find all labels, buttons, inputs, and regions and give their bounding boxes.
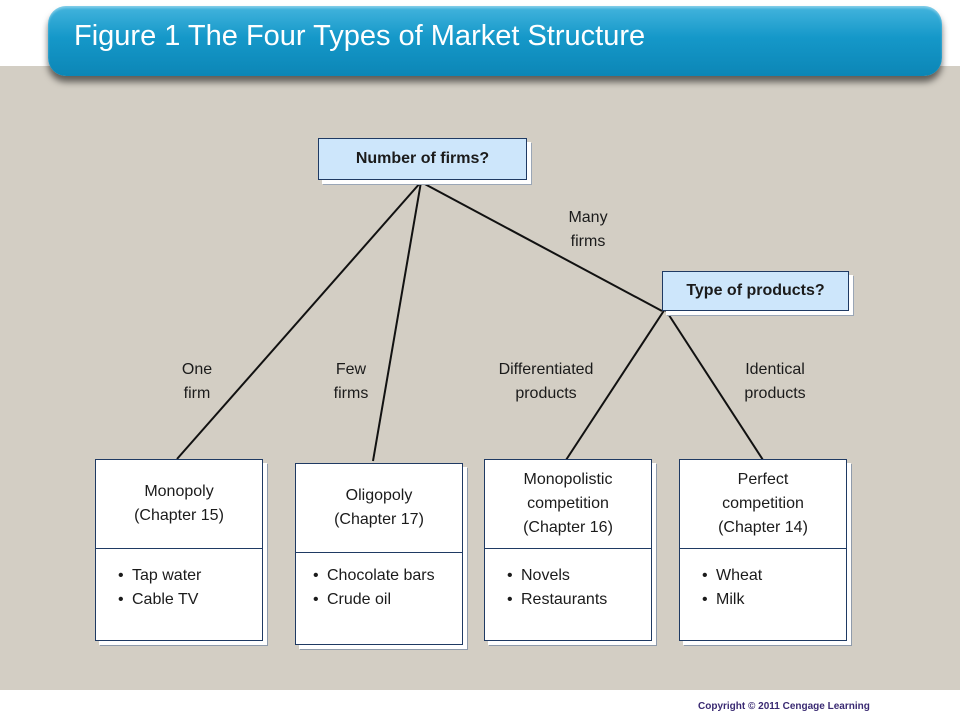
copyright-notice: Copyright © 2011 Cengage Learning	[698, 701, 870, 712]
example-item: Chocolate bars	[313, 564, 435, 588]
edge-line-identical	[664, 308, 764, 461]
type-of-products-question: Type of products?	[662, 271, 849, 311]
market-name: Monopoly(Chapter 15)	[96, 460, 262, 549]
example-list: Tap water Cable TV	[118, 564, 201, 612]
example-item: Restaurants	[507, 588, 607, 612]
footer-background	[0, 690, 960, 720]
number-of-firms-question: Number of firms?	[318, 138, 527, 180]
edge-line-few-firms	[372, 181, 422, 462]
example-item: Crude oil	[313, 588, 435, 612]
market-name: Oligopoly(Chapter 17)	[296, 464, 462, 553]
example-list: Wheat Milk	[702, 564, 762, 612]
title-bar	[48, 6, 942, 76]
example-list: Chocolate bars Crude oil	[313, 564, 435, 612]
edge-line-one-firm	[176, 181, 422, 460]
market-box-monopoly: Monopoly(Chapter 15) Tap water Cable TV	[95, 459, 263, 641]
example-list: Novels Restaurants	[507, 564, 607, 612]
example-item: Novels	[507, 564, 607, 588]
edge-line-many-firms	[420, 181, 663, 312]
edge-line-differentiated	[565, 308, 666, 461]
example-item: Wheat	[702, 564, 762, 588]
market-box-oligopoly: Oligopoly(Chapter 17) Chocolate bars Cru…	[295, 463, 463, 645]
slide-title: Figure 1 The Four Types of Market Struct…	[74, 20, 646, 52]
example-item: Tap water	[118, 564, 201, 588]
example-item: Cable TV	[118, 588, 201, 612]
example-item: Milk	[702, 588, 762, 612]
